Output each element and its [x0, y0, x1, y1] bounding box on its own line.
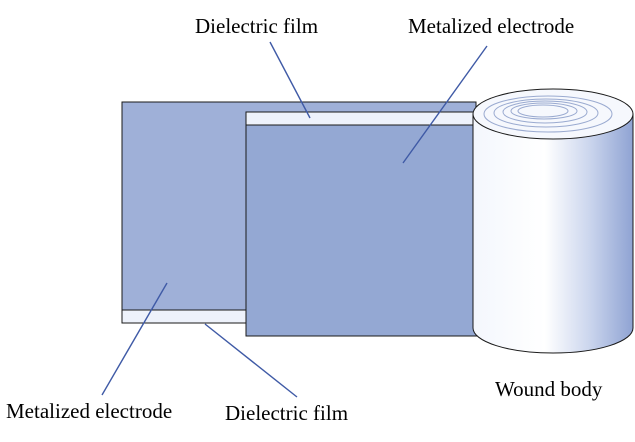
wound-body-cylinder [472, 88, 634, 354]
leader-line-bottom-dielectric [204, 323, 298, 398]
wound-body-spiral [483, 95, 613, 133]
bottom-dielectric-strip [121, 309, 248, 324]
leader-line-bottom-electrode [101, 282, 168, 396]
label-bottom-metalized-electrode: Metalized electrode [6, 399, 172, 423]
label-wound-body: Wound body [495, 377, 603, 401]
label-top-dielectric-film: Dielectric film [195, 14, 318, 38]
leader-line-top-dielectric [269, 41, 311, 119]
label-top-metalized-electrode: Metalized electrode [408, 14, 574, 38]
top-dielectric-strip [245, 111, 479, 126]
label-bottom-dielectric-film: Dielectric film [225, 401, 348, 425]
leader-line-top-electrode [402, 45, 488, 164]
front-electrode-sheet [245, 111, 479, 337]
